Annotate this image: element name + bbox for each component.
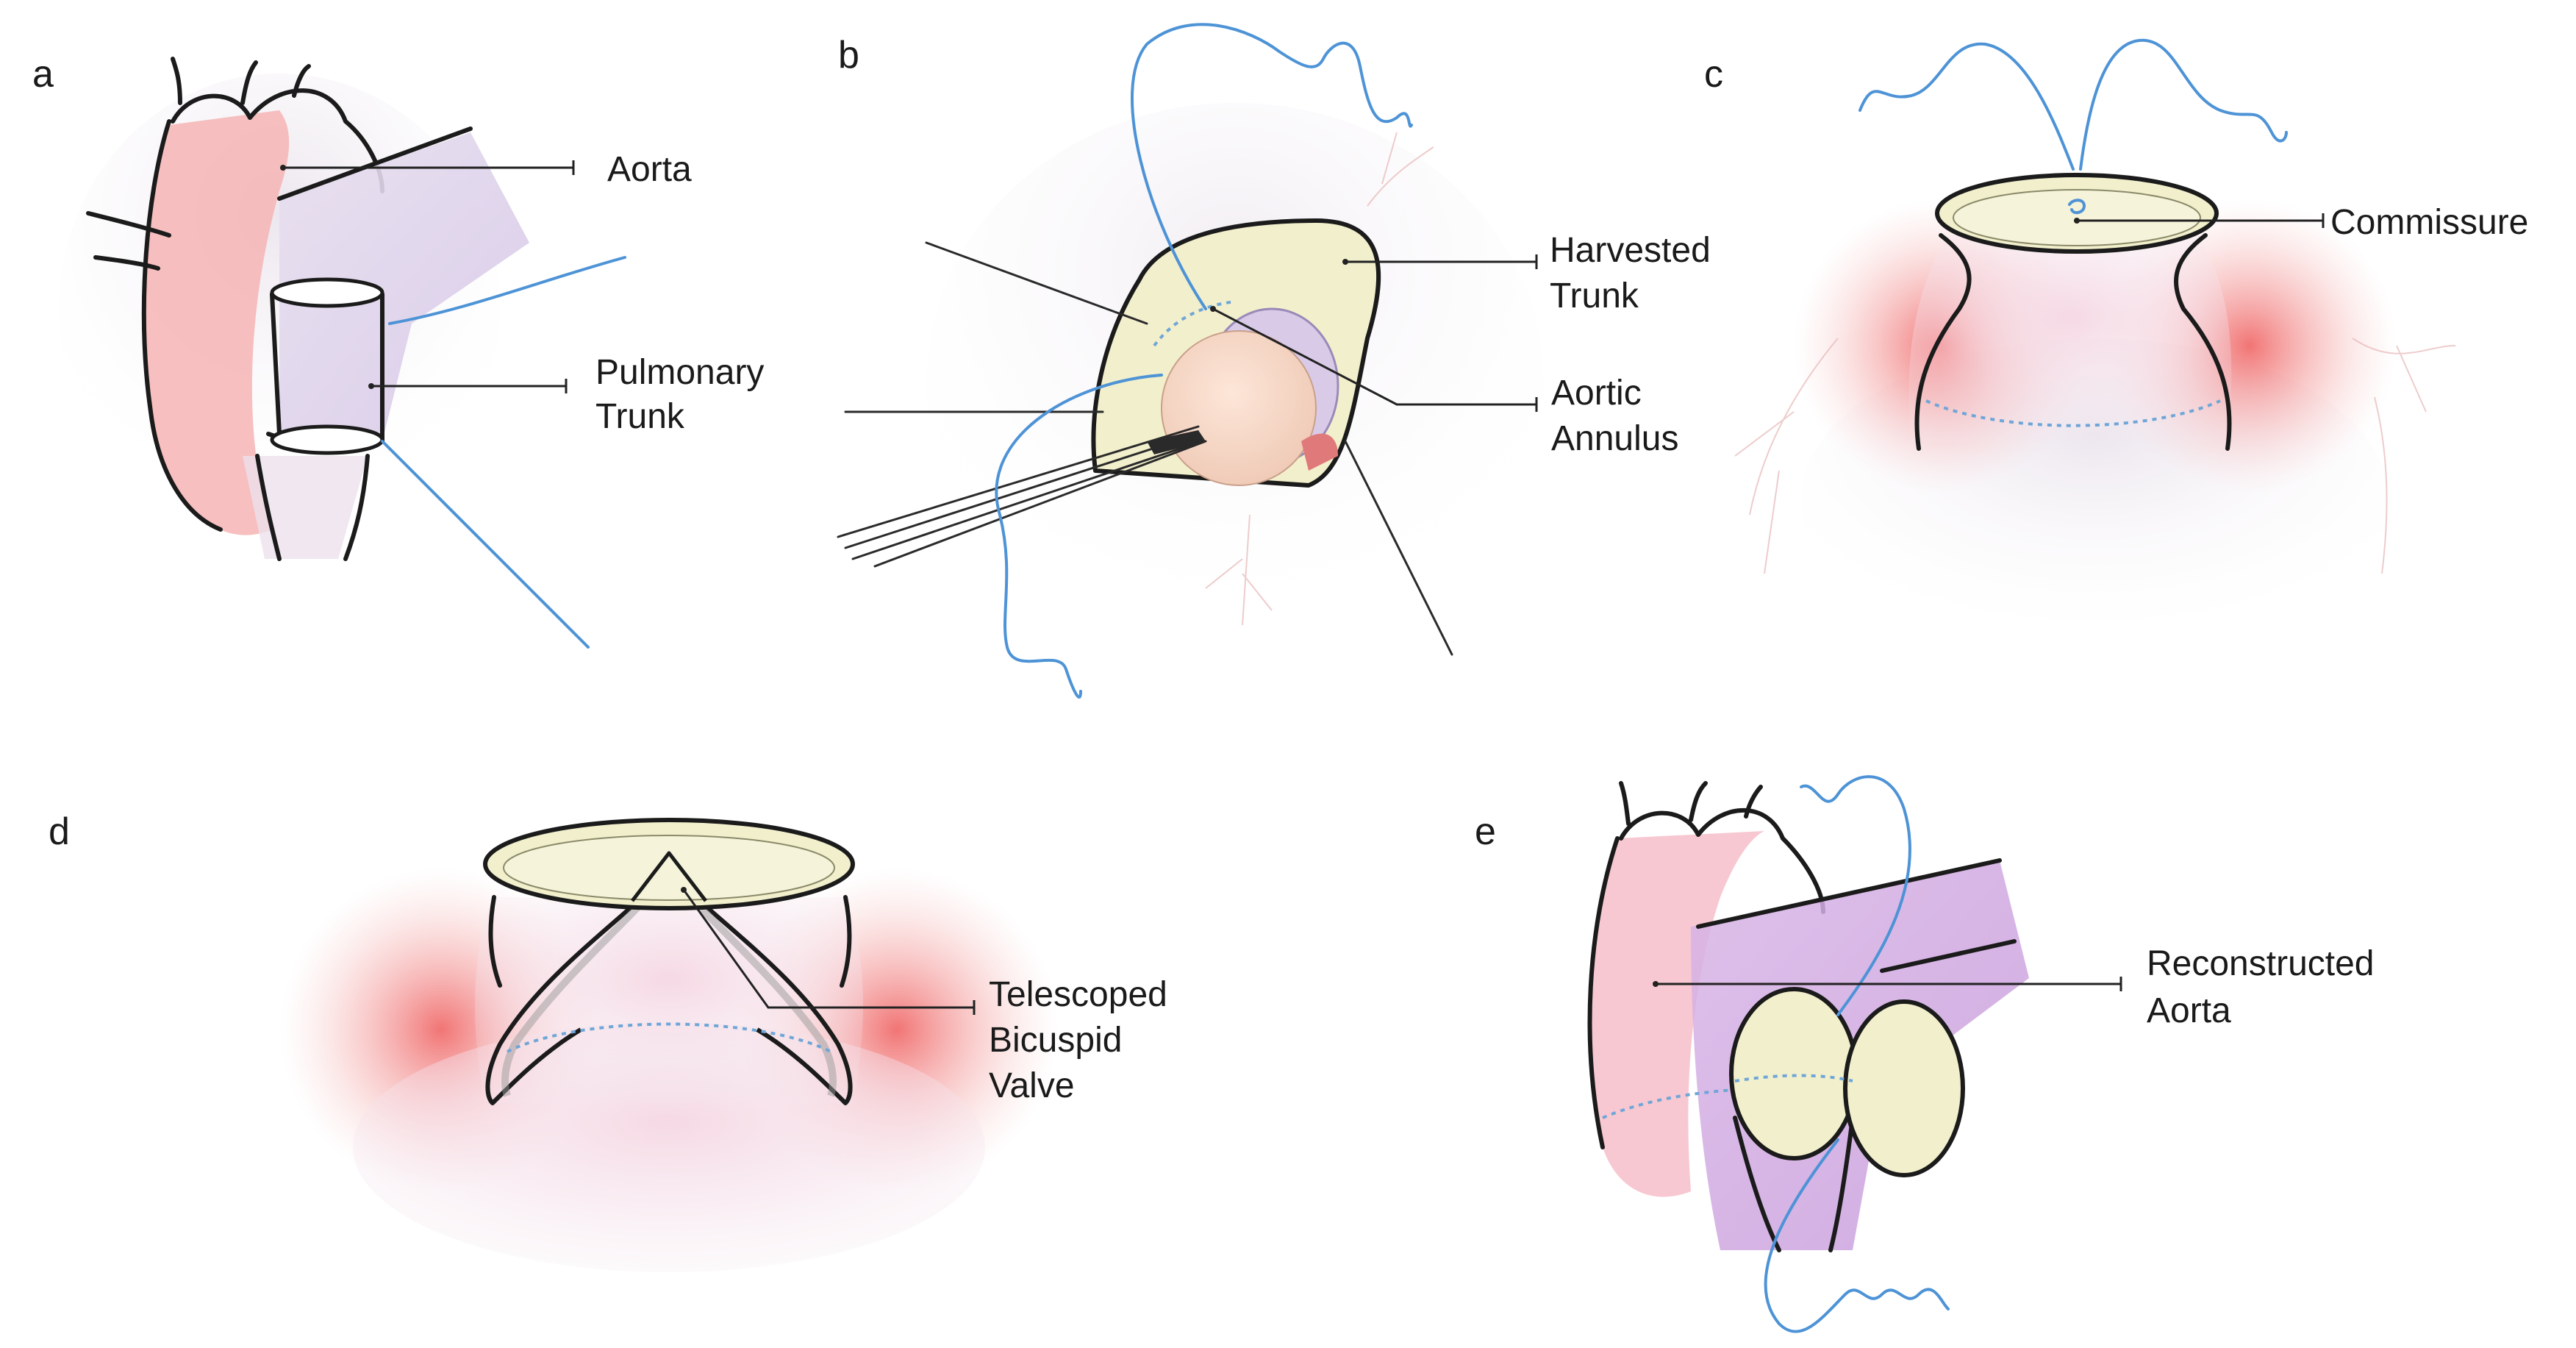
panel-a-letter: a xyxy=(32,53,54,96)
panel-b-annulus-leader xyxy=(1212,307,1538,412)
panel-c-suture-right xyxy=(2079,38,2288,171)
panel-b-retractor-right xyxy=(1344,440,1453,656)
panel-c-letter: c xyxy=(1704,53,1723,96)
panel-c-commissure-leader xyxy=(2077,213,2325,228)
panel-d-valve-leader xyxy=(682,889,976,1015)
panel-c-commissure-knot xyxy=(2068,199,2086,215)
panel-e-letter: e xyxy=(1475,810,1496,853)
panel-c-commissure-leader-dot xyxy=(2074,218,2080,224)
panel-e-stitch-row xyxy=(1602,1087,1780,1119)
panel-e: e Reconstructed Aorta xyxy=(1475,775,2375,1333)
panel-b-instrument-tip xyxy=(1147,430,1206,454)
panel-a-aorta-leader xyxy=(283,160,575,175)
panel-e-patch-stitch xyxy=(1734,1074,1853,1083)
panel-d: d Telescoped Bicuspid Valve xyxy=(49,810,1167,1272)
panel-e-aorta xyxy=(1589,831,1764,1197)
panel-d-root-left-wall xyxy=(488,895,502,988)
label-trunk-a: Trunk xyxy=(595,397,685,436)
panel-b-suture-bottom xyxy=(995,374,1163,699)
panel-e-reconstructed-leader xyxy=(1656,977,2122,991)
panel-e-reconstructed-leader-dot xyxy=(1653,981,1659,987)
panel-a-aorta-branches xyxy=(171,57,311,105)
panel-e-patch-right xyxy=(1843,999,1965,1177)
panel-d-leaflet-left xyxy=(485,866,675,1105)
panel-b-vessel-tree xyxy=(1205,132,1434,626)
panel-b-harvested-leader xyxy=(1345,254,1538,269)
panel-e-aorta-outline xyxy=(1587,836,1620,1149)
panel-b-harvested-leader-dot xyxy=(1342,259,1348,265)
panel-c: c Commissure xyxy=(1704,38,2528,662)
panel-a-trunk-leader-dot xyxy=(368,383,374,389)
panel-a-transected-end-top xyxy=(270,277,384,308)
label-pulmonary: Pulmonary xyxy=(595,353,764,392)
label-reconstructed: Reconstructed xyxy=(2147,944,2375,983)
panel-c-root-left-wall xyxy=(1914,233,1972,451)
panel-c-root-right-wall xyxy=(2174,233,2232,451)
label-bicuspid: Bicuspid xyxy=(989,1021,1122,1060)
panel-c-vessels-right xyxy=(2352,338,2456,574)
panel-d-root xyxy=(475,897,863,1103)
panel-c-suture-left xyxy=(1858,42,2075,171)
panel-b-annulus-red xyxy=(1301,433,1338,471)
label-trunk-b: Trunk xyxy=(1550,277,1639,315)
panel-a-pulmonary-trunk xyxy=(279,132,529,441)
panel-d-graft-opening xyxy=(503,835,835,901)
panel-b-aortic-annulus xyxy=(1161,330,1317,486)
panel-e-suture-top xyxy=(1800,775,1911,1016)
panel-b-stitch-row xyxy=(1153,300,1236,347)
panel-a-trunk-leader xyxy=(371,379,568,393)
panel-a-transected-end-bottom xyxy=(270,424,384,455)
panel-b-retractor-upper xyxy=(925,241,1148,325)
panel-a-lower-outline xyxy=(255,454,370,561)
panel-b-forceps xyxy=(837,425,1207,568)
panel-a-aorta-leader-dot xyxy=(280,165,286,171)
label-telescoped: Telescoped xyxy=(989,975,1167,1014)
panel-d-valve-leader-dot xyxy=(681,887,687,893)
panel-d-stitch-row xyxy=(507,1022,831,1053)
panel-a-left-branch xyxy=(86,211,171,271)
panel-d-letter: d xyxy=(49,810,70,853)
label-aorta: Aorta xyxy=(607,150,692,189)
label-commissure: Commissure xyxy=(2330,203,2528,242)
panel-a-suture-lower xyxy=(381,440,590,649)
panel-d-root-right-wall xyxy=(840,895,852,988)
panel-e-suture-bottom xyxy=(1764,1138,1950,1333)
label-aortic: Aortic xyxy=(1551,374,1642,413)
panel-a-aorta-outline xyxy=(141,119,223,532)
panel-b-suture-top xyxy=(1131,23,1413,310)
panel-e-pulmonary-edges xyxy=(1696,858,2017,1252)
label-harvested: Harvested xyxy=(1550,231,1711,270)
label-annulus: Annulus xyxy=(1551,419,1678,458)
panel-c-root xyxy=(1908,235,2232,441)
label-valve: Valve xyxy=(989,1066,1075,1105)
panel-b-letter: b xyxy=(838,34,859,76)
label-aorta-e: Aorta xyxy=(2147,991,2231,1030)
panel-a-suture-upper xyxy=(388,256,626,325)
panel-a-aorta xyxy=(143,110,290,535)
panel-a: a Aorta Pulmonary Trunk xyxy=(32,53,764,649)
panel-b: b Harvested Trunk Aortic Annulus xyxy=(837,23,1711,699)
panel-d-commissure-peak xyxy=(631,851,707,902)
panel-d-leaflet-right xyxy=(663,866,853,1105)
panel-c-vessels-left xyxy=(1734,338,1839,574)
panel-b-annulus-leader-dot xyxy=(1210,306,1216,312)
panel-e-aorta-branches xyxy=(1619,781,1763,826)
